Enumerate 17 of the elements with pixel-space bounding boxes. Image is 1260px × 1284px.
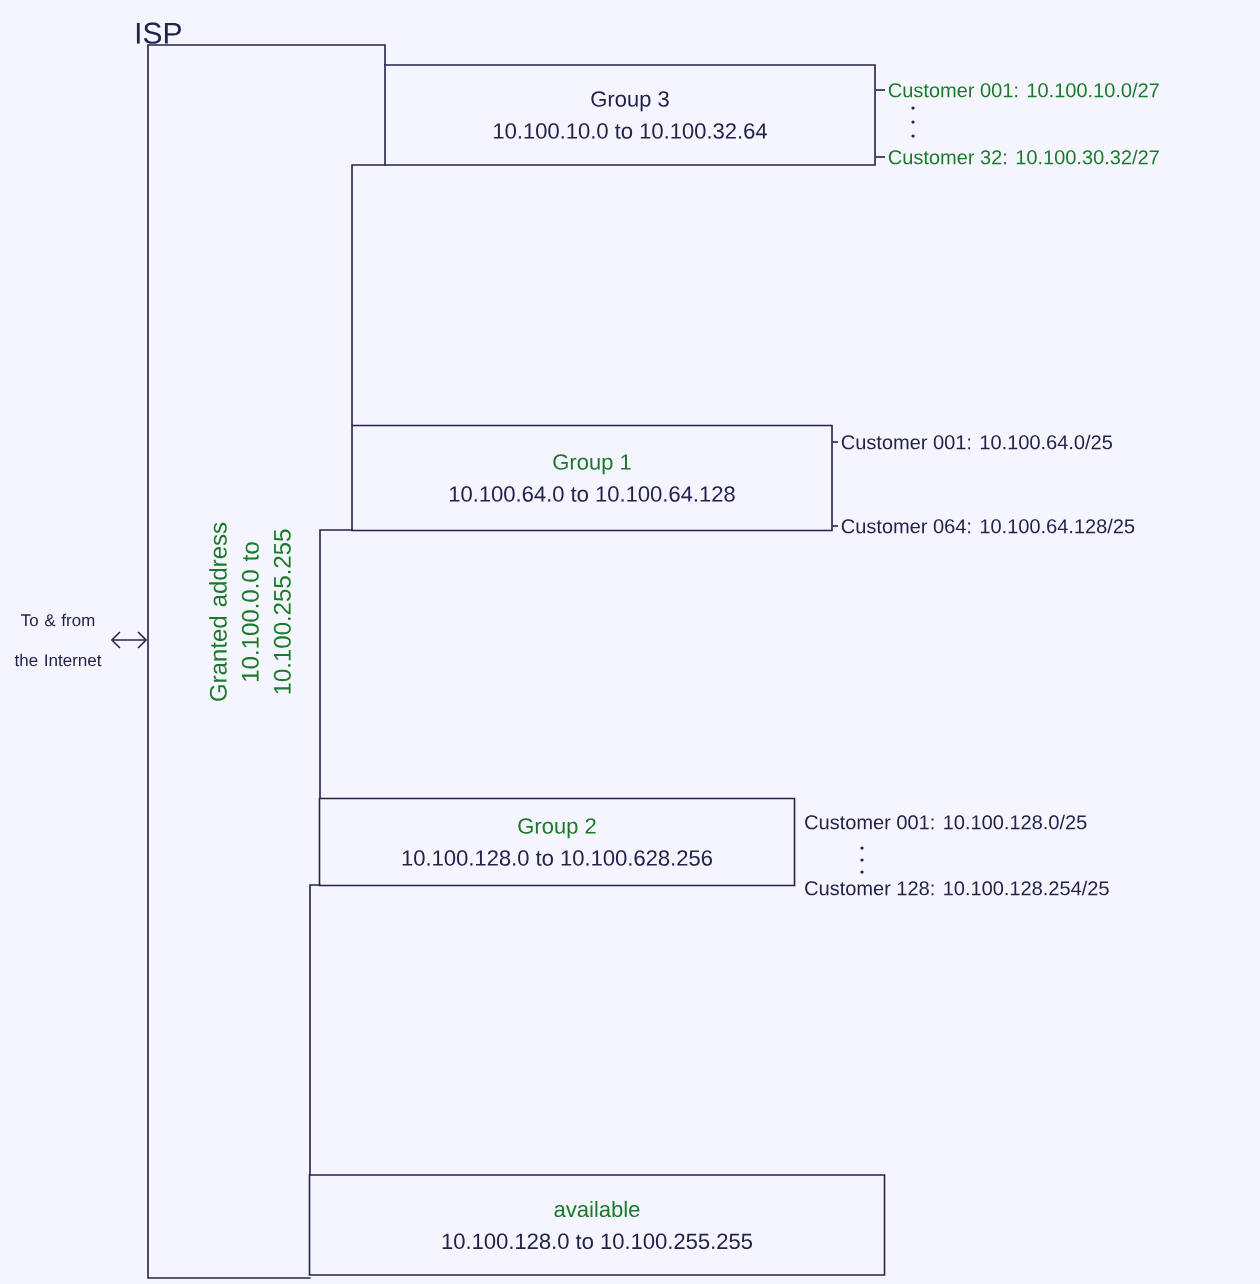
group-box: Group 2 10.100.128.0 to 10.100.628.256 [318, 797, 796, 887]
customer-text: Customer 064: 10.100.64.128/25 [841, 518, 1135, 534]
leader-line [832, 525, 839, 527]
leader-line [875, 89, 886, 91]
group-box: Group 1 10.100.64.0 to 10.100.64.128 [351, 424, 833, 532]
customer-text: Customer 001: 10.100.10.0/27 [888, 82, 1159, 98]
leader-line [832, 441, 839, 443]
customer-text: Customer 001: 10.100.64.0/25 [841, 434, 1112, 450]
group-box: available 10.100.128.0 to 10.100.255.255 [308, 1174, 886, 1276]
rotated-label: Granted address 10.100.0.0 to 10.100.255.255 [209, 522, 291, 701]
customer-text: Customer 128: 10.100.128.254/25 [805, 880, 1109, 896]
customer-text: Customer 32: 10.100.30.32/27 [888, 149, 1159, 165]
leader-line [875, 156, 886, 158]
arrow [110, 631, 148, 649]
customer-text: Customer 001: 10.100.128.0/25 [805, 814, 1087, 830]
internet-text: To & from the Internet [14, 613, 102, 667]
group-box: Group 3 10.100.10.0 to 10.100.32.64 [384, 64, 876, 166]
